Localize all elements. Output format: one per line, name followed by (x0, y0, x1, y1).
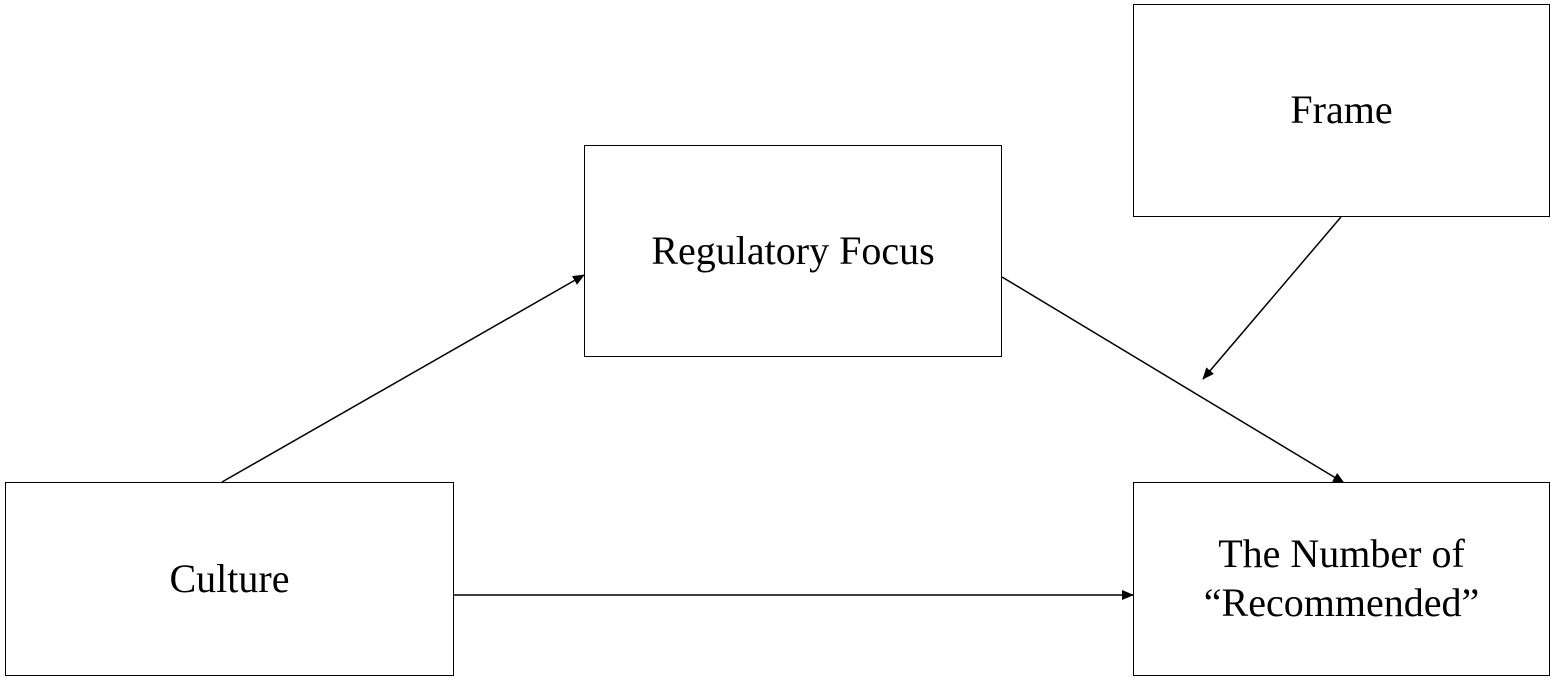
node-frame: Frame (1133, 4, 1550, 217)
node-regulatory-focus-label: Regulatory Focus (651, 227, 935, 273)
node-number-recommended-line2: “Recommended” (1203, 580, 1480, 625)
edge-frame-moderates-path (1202, 216, 1342, 380)
node-culture-label: Culture (169, 555, 290, 601)
node-frame-label: Frame (1290, 87, 1393, 133)
edge-regulatory-focus-to-outcome (1001, 276, 1345, 484)
node-culture: Culture (5, 482, 454, 676)
node-number-recommended-line1: The Number of (1218, 531, 1465, 577)
edge-culture-to-regulatory-focus (221, 274, 585, 483)
node-regulatory-focus: Regulatory Focus (584, 145, 1002, 357)
node-number-recommended: The Number of “Recommended” (1133, 482, 1550, 676)
